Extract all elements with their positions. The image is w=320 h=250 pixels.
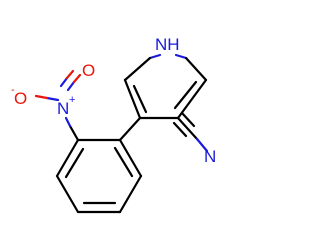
bond-cn-triple-b: [172, 121, 188, 138]
bond-c4-cn: [176, 116, 199, 141]
bond-c4-c5: [176, 78, 208, 120]
bond-n1-c5: [174, 53, 188, 60]
bond-cn-triple-a: [180, 111, 196, 128]
bond-n1-c2-b: [123, 56, 152, 82]
molecule-drawing: NH N + O - O N: [11, 35, 216, 214]
bond-nitro-o-double-2b: [65, 69, 75, 80]
bond-ph2-nitro: [68, 124, 80, 142]
bond-n1-c2: [148, 53, 162, 60]
atom-pyrrole-nh: NH: [155, 35, 180, 54]
bond-ph2-ph3: [55, 138, 80, 178]
atom-nitrile-n: N: [204, 147, 216, 166]
bond-ph3-ph4: [55, 174, 80, 214]
charge-nitro-n: +: [69, 94, 75, 106]
bond-nitro-o-single: [45, 96, 60, 102]
bond-ph2-nitro-b: [64, 116, 72, 128]
atom-nitro-n: N: [57, 99, 69, 118]
bond-ph6-ph1-inner: [113, 146, 134, 178]
bond-c3-ph: [118, 116, 142, 142]
bond-ph6-ph1: [118, 138, 143, 178]
bond-c4-c5-inner: [173, 80, 198, 110]
atom-nitro-o-single: O: [14, 89, 27, 108]
charge-nitro-o: -: [11, 84, 15, 96]
bond-nitro-o-double-2: [59, 76, 69, 88]
bond-nitro-o-single-b: [34, 94, 49, 100]
bond-cn-n: [195, 137, 209, 153]
bond-n1-c5-b: [184, 56, 208, 82]
bond-ph2-ph3-inner: [64, 147, 85, 179]
bond-c2-c3: [123, 78, 142, 120]
bond-ph5-ph6: [118, 174, 143, 214]
atom-nitro-o-double: O: [82, 61, 95, 80]
structure-canvas: NH N + O - O N: [11, 35, 217, 214]
bond-nitro-o-double: [66, 80, 76, 92]
bond-nitro-o-double-b: [72, 73, 82, 84]
bond-c2-c3-inner: [132, 84, 148, 114]
